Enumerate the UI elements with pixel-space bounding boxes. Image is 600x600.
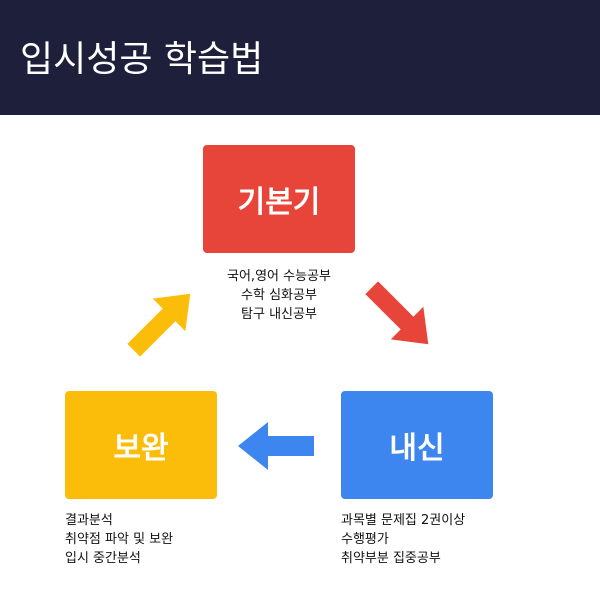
node-basics-line-2: 수학 심화공부 (241, 288, 317, 303)
node-basics-label: 기본기 (237, 185, 321, 220)
node-school-grades-box: 내신 (341, 391, 493, 499)
node-school-grades-label: 내신 (389, 431, 445, 466)
header-bar: 입시성공 학습법 (0, 0, 600, 115)
node-supplement-line-1: 결과분석 (65, 513, 113, 528)
node-basics-line-1: 국어,영어 수능공부 (227, 269, 331, 284)
node-school-grades-description: 과목별 문제집 2권이상 수행평가 취약부분 집중공부 (341, 511, 465, 568)
arrow-supplement-to-basics-icon (127, 293, 191, 357)
node-supplement-description: 결과분석 취약점 파악 및 보완 입시 중간분석 (65, 511, 173, 568)
node-basics-description: 국어,영어 수능공부 수학 심화공부 탐구 내신공부 (180, 267, 378, 324)
node-basics-box: 기본기 (203, 145, 355, 253)
node-supplement-label: 보완 (113, 431, 169, 466)
node-school-grades-line-3: 취약부분 집중공부 (341, 551, 441, 566)
node-supplement-line-2: 취약점 파악 및 보완 (65, 532, 174, 547)
page-title: 입시성공 학습법 (20, 39, 264, 80)
node-supplement-box: 보완 (65, 391, 217, 499)
arrow-grades-to-supplement-icon (238, 422, 314, 470)
node-basics-line-3: 탐구 내신공부 (241, 307, 317, 322)
node-supplement-line-3: 입시 중간분석 (65, 551, 141, 566)
arrow-basics-to-grades-icon (365, 281, 429, 345)
node-school-grades-line-1: 과목별 문제집 2권이상 (341, 513, 466, 528)
node-school-grades-line-2: 수행평가 (341, 532, 389, 547)
